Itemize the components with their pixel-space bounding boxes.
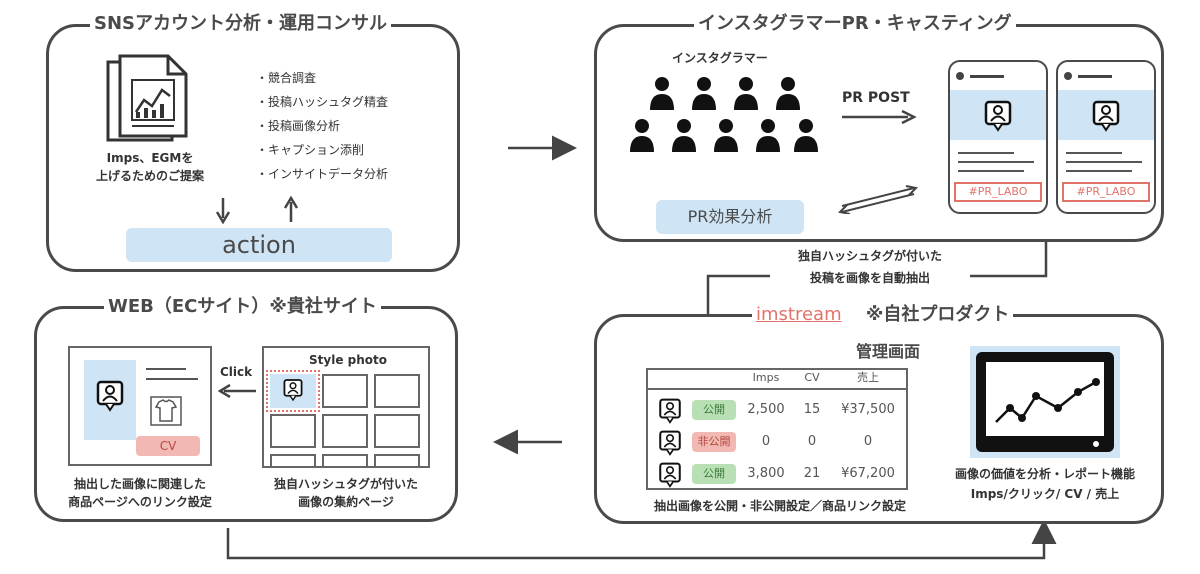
status-badge[interactable]: 公開 <box>692 400 736 420</box>
product-page-mockup: CV <box>68 346 212 466</box>
report-monitor-icon <box>976 352 1114 452</box>
web-caption-left-2: 商品ページへのリンク設定 <box>68 495 212 509</box>
down-arrow-icon <box>216 198 230 224</box>
action-label: action <box>222 231 296 259</box>
user-photo-icon <box>1092 100 1120 132</box>
web-caption-left-1: 抽出した画像に関連した <box>73 477 206 491</box>
admin-screen-label: 管理画面 <box>856 342 921 361</box>
phone-mockup: #PR_LABO <box>1056 60 1156 214</box>
insta-panel-title: インスタグラマーPR・キャスティング <box>694 13 1016 35</box>
web-caption-right-1: 独自ハッシュタグが付いた <box>273 477 418 491</box>
gallery-thumb[interactable] <box>270 454 316 466</box>
click-label: Click <box>220 365 253 379</box>
doc-caption-line1: Imps、EGMを <box>106 151 194 165</box>
list-item: ・投稿ハッシュタグ精査 <box>256 95 389 109</box>
admin-table: Imps CV 売上 公開 2,500 15 ¥37,500 非公開 0 0 0… <box>646 368 908 490</box>
table-cell-cv: 21 <box>803 466 821 481</box>
gallery-thumb[interactable] <box>270 414 316 448</box>
imstream-panel-title: imstream ※自社プロダクト <box>752 304 1014 326</box>
phone-mockup: #PR_LABO <box>948 60 1048 214</box>
table-caption: 抽出画像を公開・非公開設定／商品リンク設定 <box>653 499 906 513</box>
up-arrow-icon <box>284 196 298 222</box>
consult-list: ・競合調査 ・投稿ハッシュタグ精査 ・投稿画像分析 ・キャプション添削 ・インサ… <box>256 66 388 186</box>
user-photo-icon <box>96 380 124 412</box>
list-item: ・競合調査 <box>256 71 317 85</box>
hashtag-badge: #PR_LABO <box>1062 182 1150 202</box>
extract-note-line1: 独自ハッシュタグが付いた <box>770 248 970 265</box>
table-cell-cv: 15 <box>803 402 821 417</box>
web-caption-right-2: 画像の集約ページ <box>298 495 394 509</box>
monitor-caption-line1: 画像の価値を分析・レポート機能 <box>954 467 1135 481</box>
user-photo-icon <box>659 398 681 424</box>
table-header-cv: CV <box>804 371 820 384</box>
gallery-thumb[interactable] <box>322 414 368 448</box>
table-cell-sales: ¥67,200 <box>841 466 895 481</box>
gallery-thumb[interactable] <box>322 374 368 408</box>
doc-caption-line2: 上げるためのご提案 <box>95 169 204 183</box>
table-cell-imps: 0 <box>761 434 771 449</box>
extract-note-line2: 投稿を画像を自動抽出 <box>770 270 970 287</box>
user-photo-icon <box>659 430 681 456</box>
status-badge[interactable]: 非公開 <box>692 432 736 452</box>
gallery-thumb[interactable] <box>322 454 368 466</box>
table-header-imps: Imps <box>752 371 780 384</box>
list-item: ・投稿画像分析 <box>256 119 341 133</box>
hashtag-badge: #PR_LABO <box>954 182 1042 202</box>
pr-post-label: PR POST <box>842 90 910 106</box>
status-badge[interactable]: 公開 <box>692 464 736 484</box>
feedback-arrows <box>837 185 919 214</box>
gallery-thumb[interactable] <box>374 454 420 466</box>
user-photo-icon <box>984 100 1012 132</box>
user-photo-icon <box>283 379 303 402</box>
style-photo-gallery: Style photo <box>262 346 430 468</box>
analysis-document-icon <box>106 54 188 142</box>
imstream-title-suffix: ※自社プロダクト <box>865 304 1010 325</box>
pr-post-arrow <box>842 110 917 124</box>
imstream-brand: imstream <box>756 304 842 325</box>
list-item: ・キャプション添削 <box>256 143 365 157</box>
pr-analysis-label: PR効果分析 <box>687 207 773 226</box>
table-cell-sales: ¥37,500 <box>841 402 895 417</box>
instagrammer-crowd-icon <box>630 77 818 152</box>
gallery-thumb[interactable] <box>374 414 420 448</box>
table-cell-imps: 3,800 <box>747 466 785 481</box>
table-header-sales: 売上 <box>857 371 879 384</box>
action-bar: action <box>126 228 392 262</box>
table-cell-imps: 2,500 <box>747 402 785 417</box>
table-cell-cv: 0 <box>807 434 817 449</box>
list-item: ・インサイトデータ分析 <box>256 167 389 181</box>
arrow-web-to-imstream <box>226 519 1057 560</box>
cv-button[interactable]: CV <box>136 436 200 456</box>
gallery-title: Style photo <box>309 353 387 367</box>
click-arrow <box>218 384 256 398</box>
monitor-caption-line2: Imps/クリック/ CV / 売上 <box>970 487 1120 501</box>
tshirt-icon <box>150 396 182 426</box>
gallery-thumb[interactable] <box>374 374 420 408</box>
instagrammer-label: インスタグラマー <box>672 51 768 65</box>
user-photo-icon <box>659 462 681 488</box>
sns-panel-title: SNSアカウント分析・運用コンサル <box>90 13 391 35</box>
pr-analysis-box: PR効果分析 <box>656 200 804 234</box>
table-cell-sales: 0 <box>863 434 873 449</box>
web-panel-title: WEB（ECサイト）※貴社サイト <box>104 296 381 318</box>
